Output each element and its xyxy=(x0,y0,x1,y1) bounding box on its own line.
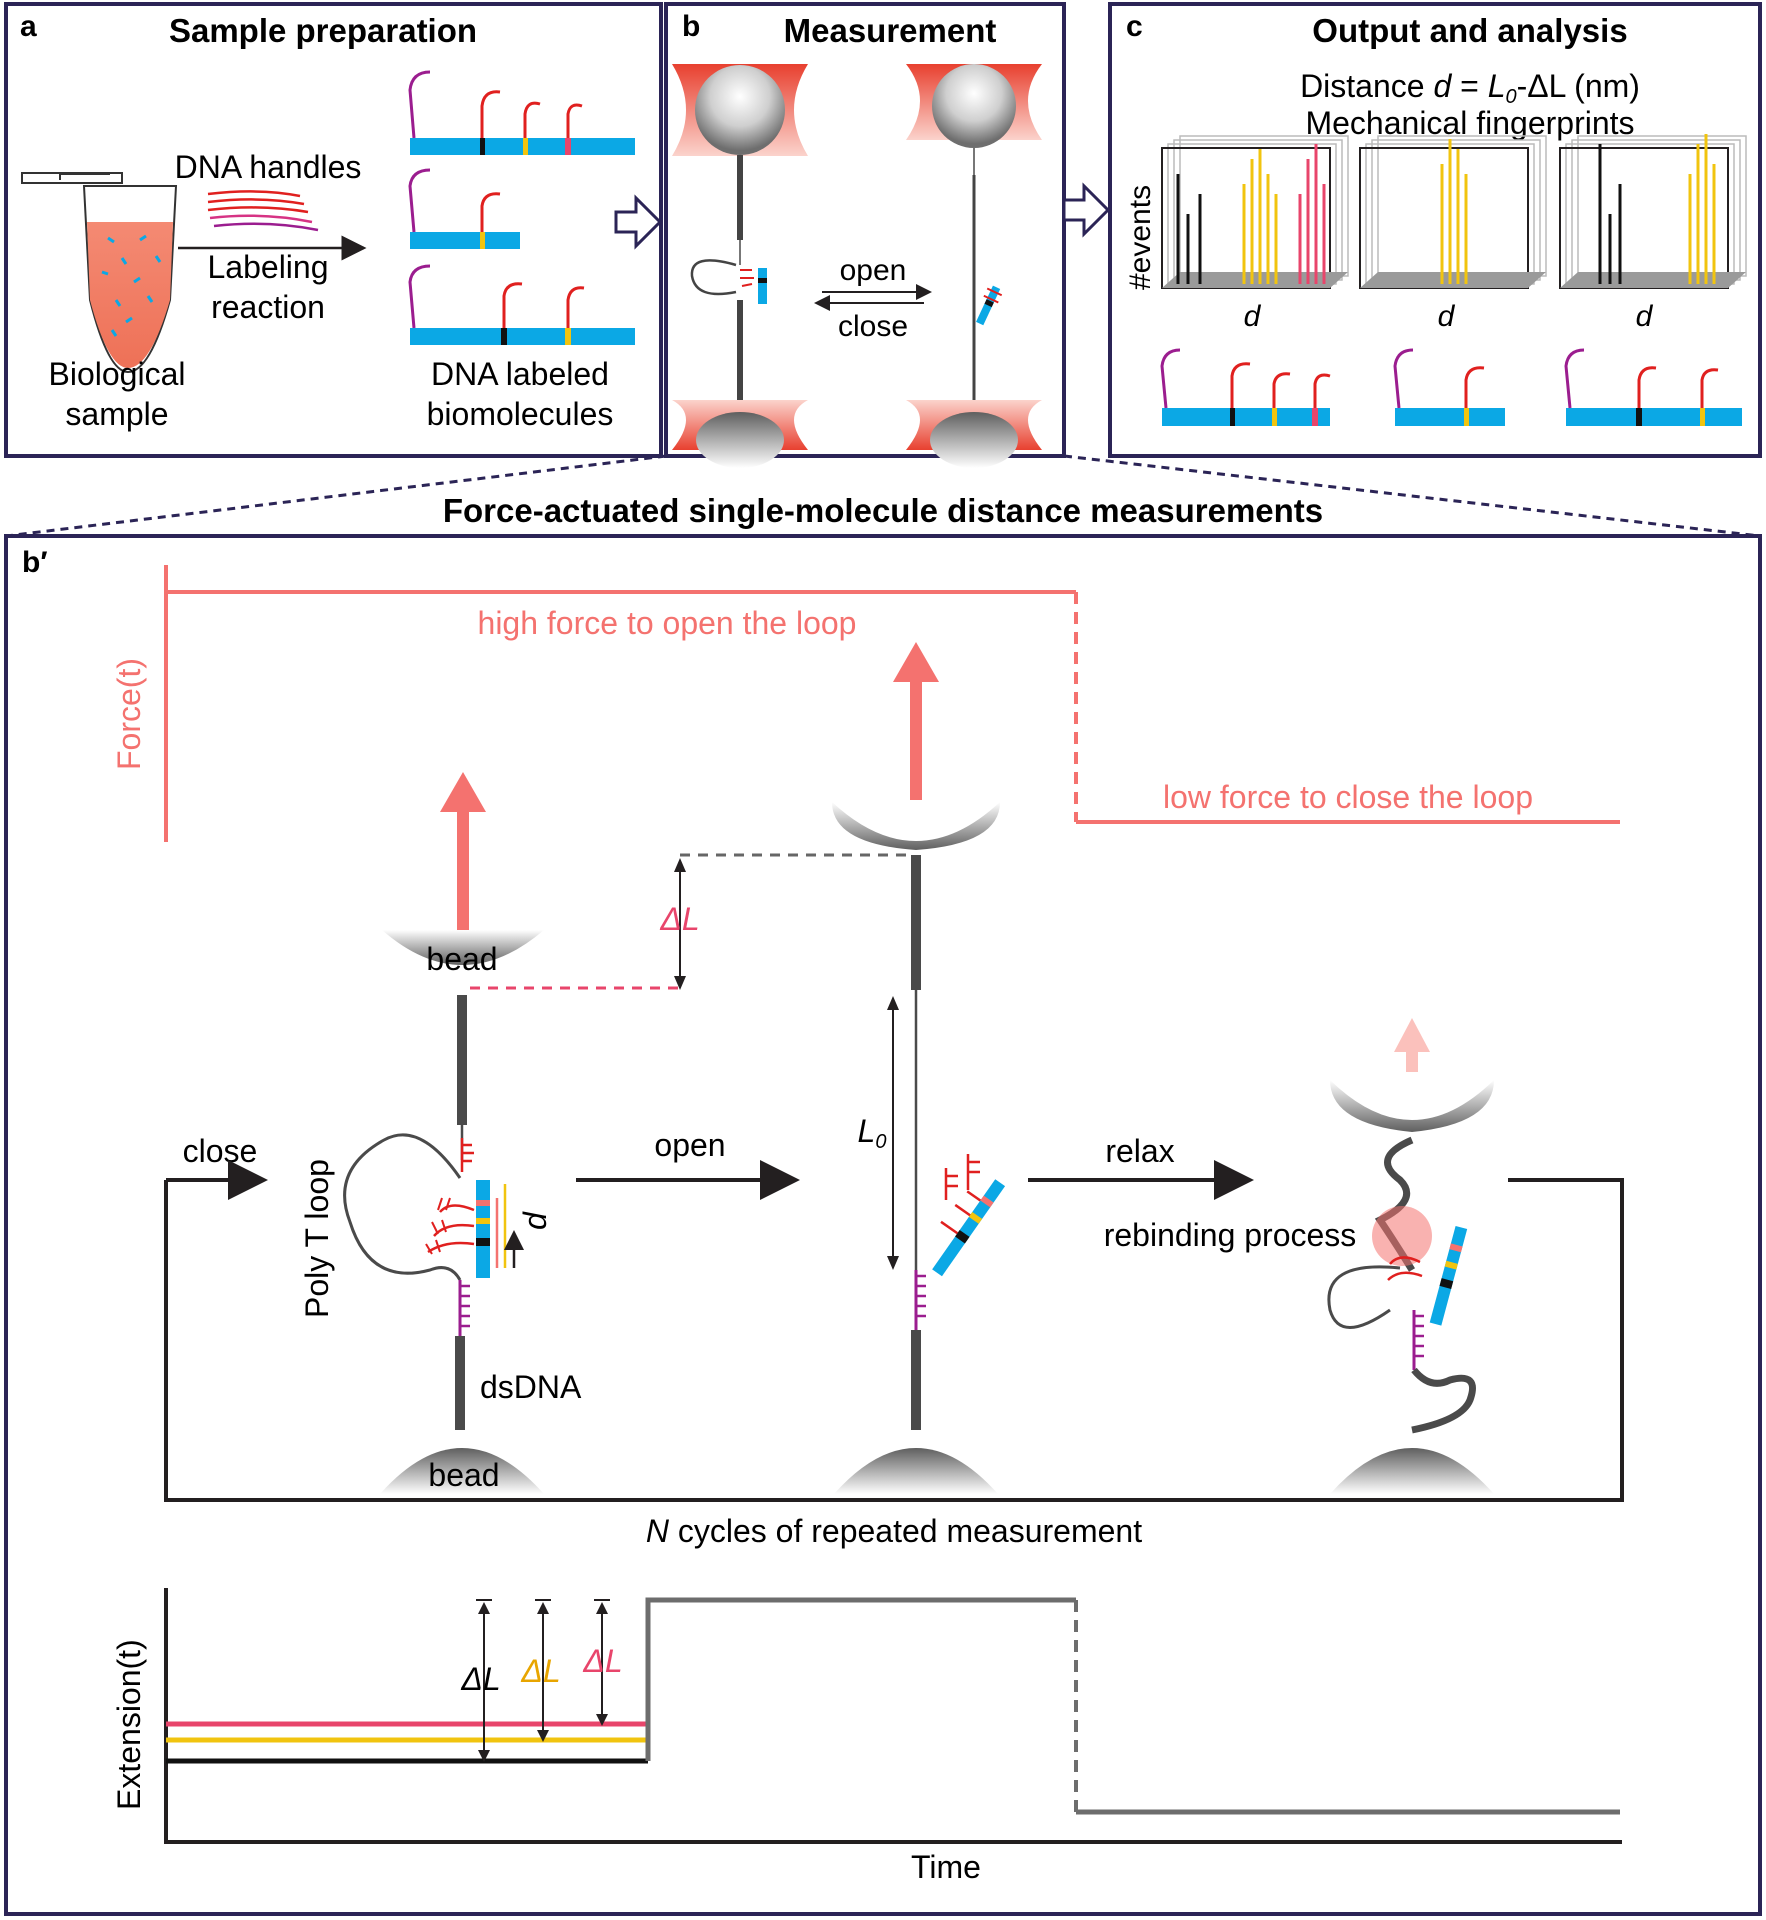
fingerprint-molecule-3 xyxy=(1564,348,1742,426)
labeled-molecule-2 xyxy=(408,168,520,249)
panel-a-letter: a xyxy=(20,10,37,43)
panel-a-title: Sample preparation xyxy=(169,12,477,49)
extension-trace-open xyxy=(645,1597,1076,1761)
bead-icon xyxy=(1330,1080,1494,1132)
extension-axis-label: Extension(t) xyxy=(111,1639,147,1810)
bead-icon xyxy=(382,930,544,965)
fingerprint-molecule-1 xyxy=(1160,348,1331,426)
bead-icon xyxy=(834,1448,998,1494)
panel-b: b Measurement xyxy=(664,2,1066,468)
microtube-icon xyxy=(21,172,178,374)
panel-c-title: Output and analysis xyxy=(1312,12,1627,49)
open-cycle-label: open xyxy=(654,1127,725,1163)
low-force-label: low force to close the loop xyxy=(1163,779,1533,815)
delta-l-label: ΔL xyxy=(659,901,699,937)
force-axis-label: Force(t) xyxy=(111,658,147,770)
bead-icon xyxy=(380,1448,544,1494)
labeling-label-1: Labeling xyxy=(208,249,329,285)
force-arrow-icon xyxy=(440,772,486,935)
extension-axes xyxy=(164,1588,1622,1844)
delta-l-amber: ΔL xyxy=(520,1653,560,1689)
bead-icon xyxy=(1330,1448,1494,1494)
labeled-molecule-1 xyxy=(408,70,635,155)
dna-handle-icon xyxy=(207,190,319,232)
hist-2-x-label: d xyxy=(1438,300,1456,333)
relax-cycle-label: relax xyxy=(1105,1133,1174,1169)
delta-l-pink: ΔL xyxy=(582,1643,622,1679)
section-title: Force-actuated single-molecule distance … xyxy=(443,492,1323,529)
panel-bprime: b′ Force(t) high force to open the loop … xyxy=(4,534,1762,1916)
labeling-label-2: reaction xyxy=(211,289,325,325)
fingerprints-label: Mechanical fingerprints xyxy=(1305,105,1634,141)
closed-construct: bead d dsDNA bead Poly T loop xyxy=(299,930,582,1494)
biological-sample-label-2: sample xyxy=(65,396,168,432)
dsdna-label: dsDNA xyxy=(480,1369,582,1405)
dna-handles-label: DNA handles xyxy=(175,149,362,185)
optical-trap-icon xyxy=(672,64,808,468)
cycle-loop-path xyxy=(164,1178,1624,1502)
biological-sample-label-1: Biological xyxy=(49,356,186,392)
high-force-label: high force to open the loop xyxy=(478,605,857,641)
force-trace-high xyxy=(164,565,1076,842)
close-label: close xyxy=(838,310,908,343)
histogram-group xyxy=(1161,134,1747,289)
fingerprint-molecule-2 xyxy=(1393,348,1505,426)
rebinding-label: rebinding process xyxy=(1104,1217,1357,1253)
distance-formula: Distance d = L0-ΔL (nm) xyxy=(1300,68,1640,108)
bead-top-label: bead xyxy=(426,941,497,977)
bead-icon xyxy=(832,802,1000,850)
open-construct: L0 xyxy=(832,802,1006,1494)
force-arrow-faint-icon xyxy=(1394,1018,1430,1072)
histogram-base xyxy=(1360,272,1546,288)
close-cycle-label: close xyxy=(183,1133,258,1169)
d-label: d xyxy=(517,1211,553,1230)
relaxed-construct xyxy=(1327,1080,1494,1494)
force-arrow-icon xyxy=(893,642,939,800)
panel-bprime-letter: b′ xyxy=(22,546,48,579)
bead-bottom-label: bead xyxy=(428,1457,499,1493)
panel-c-letter: c xyxy=(1126,10,1143,43)
panel-a: a Sample preparation Biological sample D… xyxy=(4,2,663,458)
poly-t-label: Poly T loop xyxy=(299,1159,335,1318)
panel-b-letter: b xyxy=(682,10,700,43)
panel-c: c Output and analysis Distance d = L0-ΔL… xyxy=(1108,2,1762,458)
events-axis-label: #events xyxy=(1124,185,1157,290)
labeled-label-2: biomolecules xyxy=(427,396,614,432)
hist-3-x-label: d xyxy=(1636,300,1654,333)
histogram-base xyxy=(1560,272,1746,288)
panel-arrow-icon xyxy=(1062,182,1111,238)
open-label: open xyxy=(840,254,907,287)
time-axis-label: Time xyxy=(911,1849,981,1885)
panel-b-title: Measurement xyxy=(784,12,997,49)
hist-1-x-label: d xyxy=(1244,300,1262,333)
cycles-label: N cycles of repeated measurement xyxy=(646,1513,1142,1549)
labeled-molecule-3 xyxy=(408,264,635,345)
l0-label: L0 xyxy=(858,1113,887,1153)
histogram-base xyxy=(1162,272,1348,288)
delta-l-black: ΔL xyxy=(460,1661,500,1697)
panel-arrow-icon xyxy=(614,194,663,250)
labeled-label-1: DNA labeled xyxy=(431,356,609,392)
optical-trap-icon xyxy=(906,64,1042,468)
